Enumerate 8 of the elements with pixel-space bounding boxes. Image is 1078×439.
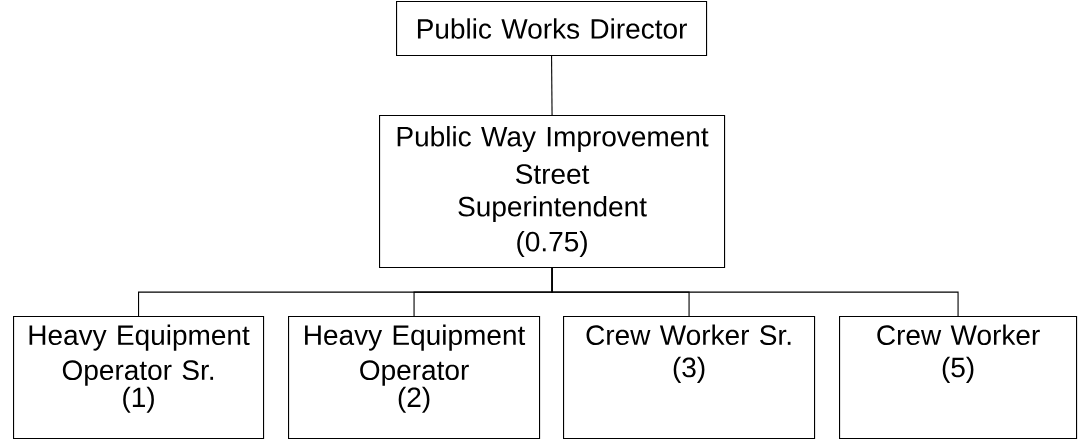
connector-line [551,55,553,116]
org-box: Heavy Equipment Operator Sr. (1) [13,316,265,439]
org-box: Heavy Equipment Operator (2) [288,316,541,439]
org-box: Public Works Director [396,1,708,57]
org-box: Public Way Improvement Street Superintendent (0.75) [379,115,726,269]
org-box: Crew Worker Sr. (3) [563,316,816,439]
connector-line [551,267,959,317]
org-box: Crew Worker (5) [839,316,1078,439]
